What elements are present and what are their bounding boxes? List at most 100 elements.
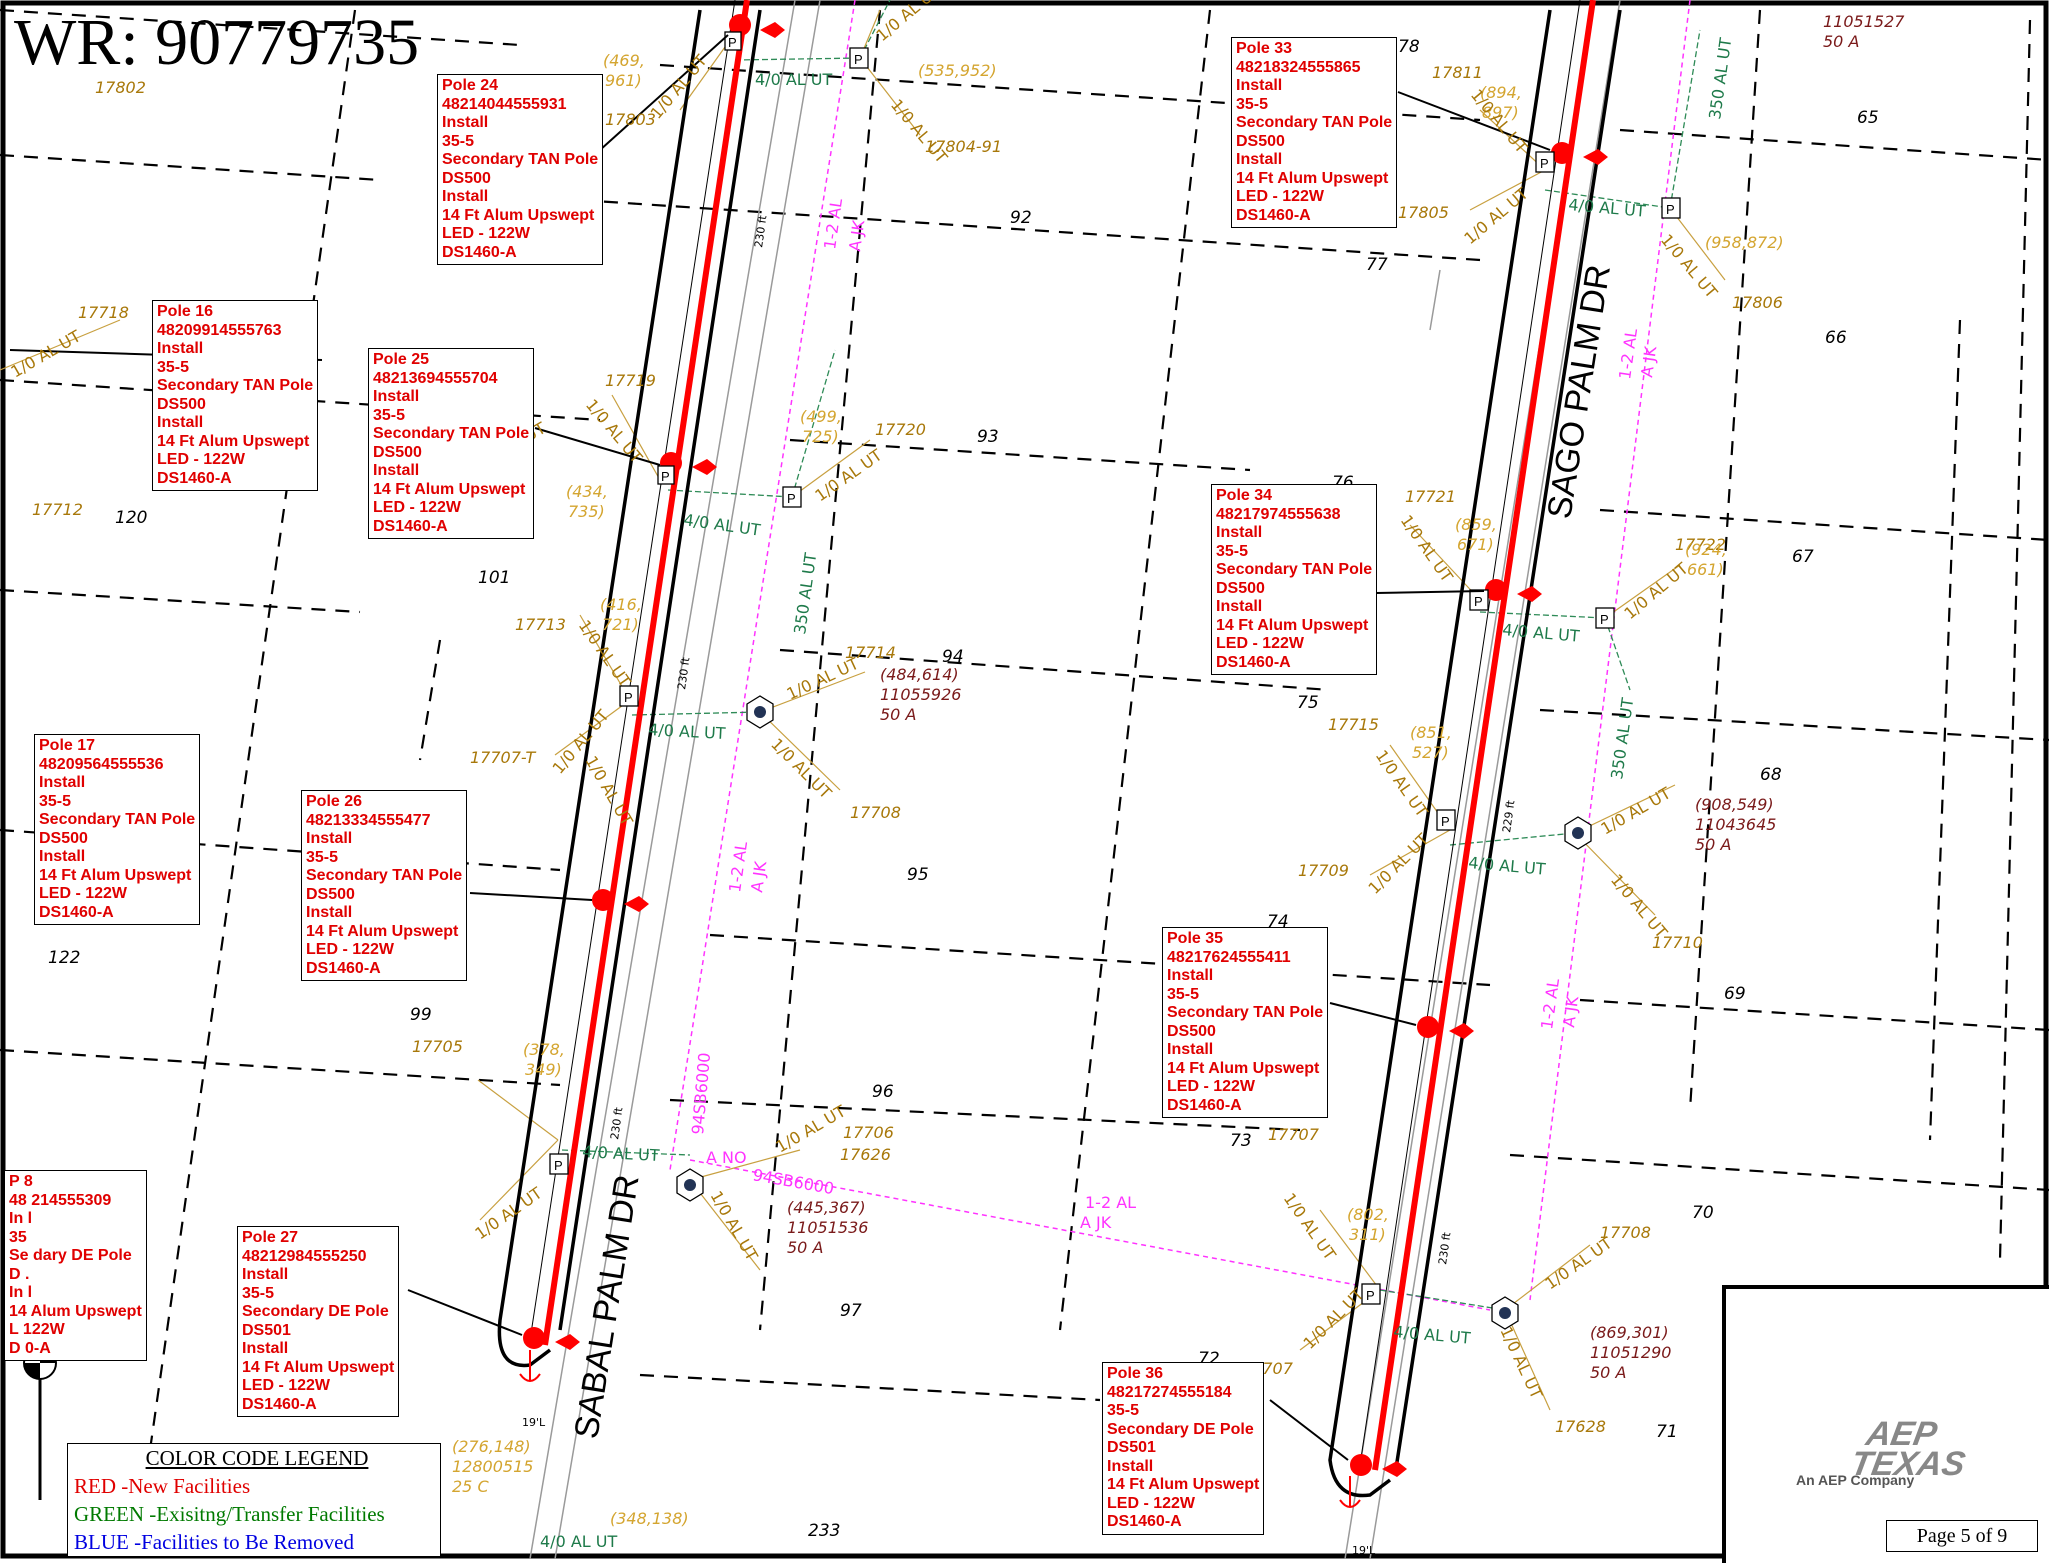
conductor-label: 4/0 AL UT <box>582 1142 660 1165</box>
pole-spec-line: LED - 122W <box>1216 635 1305 652</box>
address-number: 17707-T <box>470 748 537 767</box>
pole-id: 48217624555411 <box>1167 948 1291 966</box>
lot-number: 69 <box>1724 984 1746 1004</box>
pole-id: 48217974555638 <box>1216 505 1341 523</box>
pole-spec-line: 14 Ft Alum Upswept <box>442 206 595 224</box>
pole-spec-line: Secondary TAN Pole <box>157 377 314 394</box>
pole-id: 48218324555865 <box>1236 58 1361 76</box>
conductor-label: 19'L <box>1352 1544 1376 1557</box>
pole-spec-line: Install <box>157 414 204 431</box>
svg-text:P: P <box>787 491 796 506</box>
pole-spec-line: D . <box>9 1265 30 1283</box>
conductor-thin-line <box>529 0 1581 1466</box>
coordinate-label: (894, <box>1480 83 1522 102</box>
conductor-label: 230 ft <box>752 214 769 249</box>
logo-tagline: An AEP Company <box>1796 1472 1915 1488</box>
coordinate-label: 527) <box>1412 743 1449 762</box>
pole-id: 48209914555763 <box>157 321 282 339</box>
coordinate-label: (434, <box>566 482 608 501</box>
lot-number: 67 <box>1792 547 1814 567</box>
address-number: 17628 <box>1555 1417 1606 1436</box>
pole-spec-line: Install <box>39 848 86 865</box>
svg-text:P: P <box>854 52 863 67</box>
address-number: 17707 <box>1268 1125 1320 1144</box>
transformer-id: 11055926 <box>880 685 961 704</box>
pole-id: 48213334555477 <box>306 811 431 829</box>
address-number: 17712 <box>32 500 83 519</box>
coordinate-label: (535,952) <box>918 61 997 80</box>
conductor-label: 1/0 AL UT <box>8 326 85 381</box>
conductor-label: 1/0 AL UT <box>1280 1189 1340 1263</box>
pole-title: Pole 33 <box>1236 40 1293 57</box>
pole-spec-line: 14 Ft Alum Upswept <box>1107 1476 1260 1493</box>
conductor-label: 1/0 AL UT <box>872 0 944 45</box>
street-labels-group: SABAL PALM DR SAGO PALM DR <box>567 262 1618 1441</box>
conductor-label: A JK <box>1080 1213 1112 1232</box>
pole-spec-line: Install <box>242 1266 289 1283</box>
pole-spec-line: DS1460-A <box>1167 1096 1242 1114</box>
pole-title: Pole 16 <box>157 303 214 320</box>
pole-spec-line: Secondary TAN Pole <box>442 151 599 168</box>
lot-number: 93 <box>977 427 999 447</box>
conductor-label: 1/0 AL UT <box>1607 870 1671 942</box>
conductor-label: 1/0 AL UT <box>887 95 951 167</box>
conductor-label: 350 AL UT <box>790 551 820 635</box>
conductor-label: A JK <box>1637 344 1660 378</box>
pole-spec-line: Install <box>1216 524 1263 541</box>
conductor-label: 229 ft <box>1500 799 1517 834</box>
lot-number: 66 <box>1825 328 1847 348</box>
conductor-label: A JK <box>1559 994 1582 1028</box>
conductor-label: 1/0 AL UT <box>707 1188 762 1265</box>
pole-spec-line: Install <box>306 830 353 847</box>
conductor-label: 4/0 AL UT <box>1502 620 1581 646</box>
pole-spec-line: Install <box>1167 967 1214 984</box>
logo-panel: AEP TEXAS An AEP Company <box>1722 1285 2049 1563</box>
pole-spec-line: In l <box>9 1284 33 1301</box>
pole-spec-line: LED - 122W <box>39 885 128 902</box>
transformer-coordinate: (484,614) <box>880 665 959 684</box>
lot-number: 92 <box>1010 208 1032 228</box>
conductor-label: 1/0 AL UT <box>1460 184 1532 248</box>
conductor-label: A NO <box>706 1148 747 1167</box>
pole-spec-line: 35-5 <box>442 132 475 150</box>
svg-text:P: P <box>728 35 737 50</box>
pole-spec-line: LED - 122W <box>306 941 395 958</box>
address-number: 17706 <box>843 1123 894 1142</box>
pole-spec-line: 14 Ft Alum Upswept <box>157 432 310 450</box>
lot-number: 99 <box>410 1005 432 1025</box>
address-number: 17715 <box>1328 715 1379 734</box>
pole-spec-line: Install <box>157 340 204 357</box>
pole-spec-line: Install <box>373 462 420 479</box>
new-poles <box>523 14 1573 1476</box>
address-number: 17709 <box>1298 861 1349 880</box>
address-number: 17804-91 <box>925 137 1002 156</box>
pole-spec-line: DS500 <box>157 395 206 413</box>
street-label-sago: SAGO PALM DR <box>1540 262 1618 521</box>
service-drops <box>0 9 1726 1411</box>
svg-text:P: P <box>554 1158 563 1173</box>
pole-spec-line: Install <box>242 1340 289 1357</box>
transformer-coordinate: (445,367) <box>787 1198 866 1217</box>
svg-text:P: P <box>1540 156 1549 171</box>
pole-spec-line: Install <box>373 388 420 405</box>
transformer-amps: 50 A <box>1590 1363 1626 1382</box>
pole-spec-line: LED - 122W <box>1107 1494 1196 1512</box>
address-number: 17718 <box>78 303 129 322</box>
pole-spec-line: 35 <box>9 1228 27 1246</box>
pole-title: Pole 36 <box>1107 1365 1164 1382</box>
pole-spec-line: DS1460-A <box>442 243 517 261</box>
lot-number: 97 <box>840 1301 862 1321</box>
conductor-label: 1/0 AL UT <box>1620 559 1692 623</box>
pole-spec-line: 14 Ft Alum Upswept <box>1216 616 1369 634</box>
pole-spec-line: 35-5 <box>1167 985 1200 1003</box>
pole-spec-line: 14 Ft Alum Upswept <box>306 922 459 940</box>
pole-spec-line: DS1460-A <box>306 959 381 977</box>
conductor-label: 94SB6000 <box>751 1165 835 1198</box>
pole-spec-line: 14 Ft Alum Upswept <box>39 866 192 884</box>
coordinate-label: (348,138) <box>610 1509 689 1528</box>
